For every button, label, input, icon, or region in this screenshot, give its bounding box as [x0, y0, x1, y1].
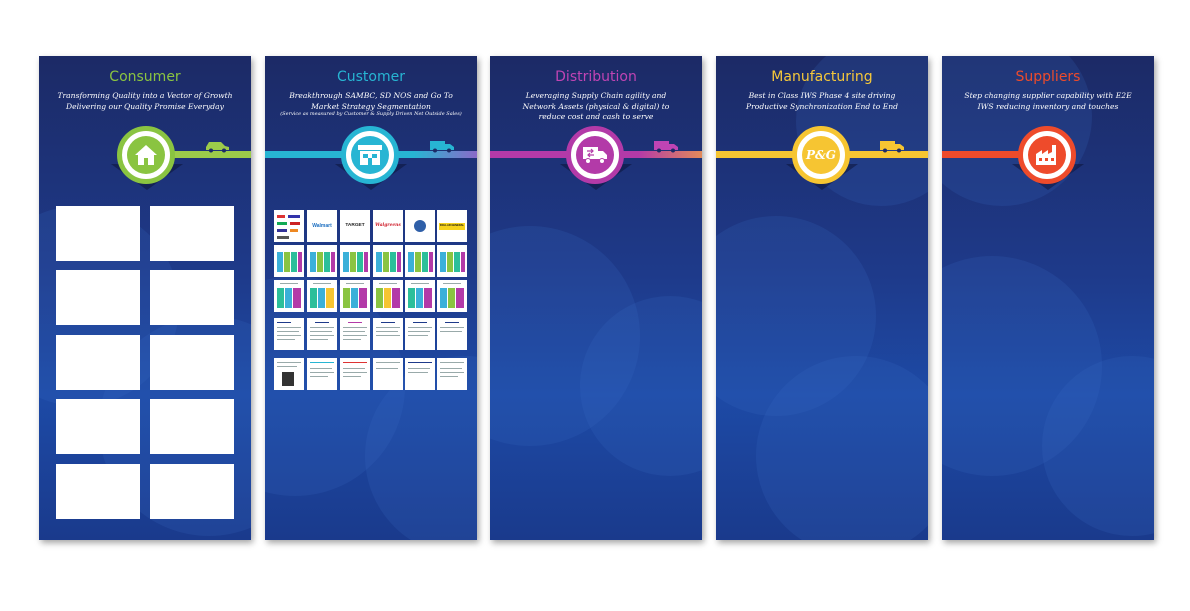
text-slide-thumb [274, 358, 304, 390]
grid-thumb [274, 280, 304, 312]
grid-thumb [373, 280, 403, 312]
distribution-panel: Distribution Leveraging Supply Chain agi… [490, 56, 702, 540]
delivery-truck-icon [654, 141, 678, 153]
blank-card [150, 464, 234, 519]
text-slide-thumb [307, 358, 337, 390]
suppliers-panel: Suppliers Step changing supplier capabil… [942, 56, 1154, 540]
retailer-collage-thumb [274, 210, 304, 242]
grid-thumb [307, 280, 337, 312]
text-slide-thumb [405, 358, 435, 390]
chart-thumb [405, 245, 435, 277]
consumer-circle [117, 126, 175, 184]
delivery-truck-icon [880, 141, 904, 153]
storefront-icon [351, 136, 389, 174]
chart-thumb [274, 245, 304, 277]
car-icon [206, 142, 229, 153]
suppliers-circle [1018, 126, 1076, 184]
round-logo-thumb [405, 210, 435, 242]
blank-card [56, 335, 140, 390]
connector-band [169, 151, 251, 158]
panel-subtitle: Leveraging Supply Chain agility and Netw… [522, 91, 670, 121]
house-icon [127, 136, 165, 174]
blank-card [56, 464, 140, 519]
text-slide-thumb [373, 318, 403, 350]
text-slide-thumb [437, 358, 467, 390]
pg-logo-icon: P&G [802, 136, 840, 174]
text-slide-thumb [340, 318, 370, 350]
panel-subtitle: Breakthrough SAMBC, SD NOS and Go To Mar… [289, 91, 453, 111]
dollar-general-logo-thumb: DOLLAR GENERAL [437, 210, 467, 242]
connector-band [942, 151, 1052, 158]
text-slide-thumb [437, 318, 467, 350]
blank-card [56, 270, 140, 325]
manufacturing-panel: Manufacturing Best in Class IWS Phase 4 … [716, 56, 928, 540]
grid-thumb [340, 280, 370, 312]
panel-title: Customer [336, 69, 405, 85]
text-slide-thumb [373, 358, 403, 390]
panel-subtitle: Step changing supplier capability with E… [964, 91, 1132, 111]
blank-card [56, 206, 140, 261]
delivery-truck-icon [430, 141, 454, 153]
chart-thumb [373, 245, 403, 277]
grid-thumb [437, 280, 467, 312]
walgreens-logo-thumb: Walgreens [373, 210, 403, 242]
delivery-truck-icon [576, 136, 614, 174]
panel-title: Distribution [555, 69, 637, 85]
text-slide-thumb [307, 318, 337, 350]
customer-panel: Customer Breakthrough SAMBC, SD NOS and … [265, 56, 477, 540]
chart-thumb [307, 245, 337, 277]
panel-subtitle: Best in Class IWS Phase 4 site driving P… [746, 91, 898, 111]
chart-thumb [340, 245, 370, 277]
panel-title: Manufacturing [771, 69, 873, 85]
blank-card [150, 270, 234, 325]
text-slide-thumb [274, 318, 304, 350]
panel-title: Consumer [109, 69, 181, 85]
distribution-circle [566, 126, 624, 184]
blank-card [150, 206, 234, 261]
manufacturing-circle: P&G [792, 126, 850, 184]
panel-subtitle: Transforming Quality into a Vector of Gr… [57, 91, 233, 111]
blank-card [150, 335, 234, 390]
customer-circle [341, 126, 399, 184]
text-slide-thumb [340, 358, 370, 390]
blank-card [56, 399, 140, 454]
panel-title: Suppliers [1015, 69, 1081, 85]
text-slide-thumb [405, 318, 435, 350]
panel-note: (Service as measured by Customer & Suppl… [280, 111, 462, 117]
target-logo-thumb: TARGET [340, 210, 370, 242]
consumer-panel: Consumer Transforming Quality into a Vec… [39, 56, 251, 540]
grid-thumb [405, 280, 435, 312]
factory-icon [1028, 136, 1066, 174]
walmart-logo-thumb: Walmart [307, 210, 337, 242]
blank-card [150, 399, 234, 454]
chart-thumb [437, 245, 467, 277]
